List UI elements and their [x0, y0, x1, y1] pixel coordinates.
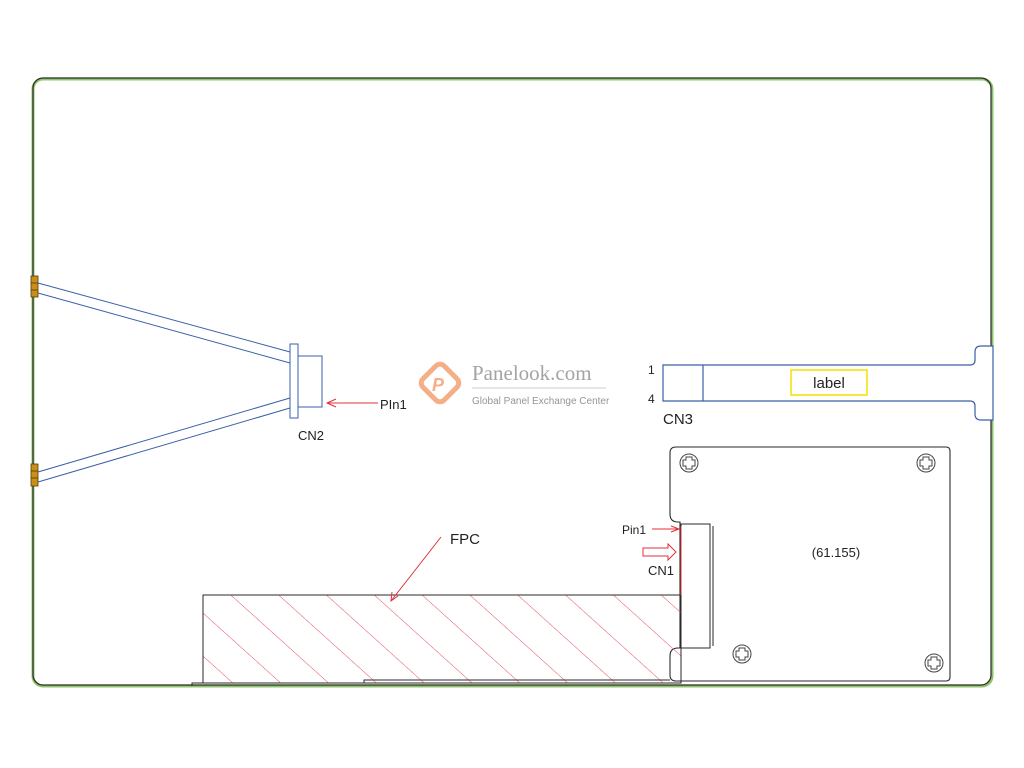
fpc-callout-arrow [390, 536, 442, 603]
watermark: P Panelook.com Global Panel Exchange Cen… [418, 361, 610, 407]
cn2-connector [289, 343, 323, 419]
panelook-logo-icon: P [418, 361, 462, 405]
screw-icon [924, 653, 944, 673]
cn3-pin-4: 4 [648, 392, 655, 406]
fpc [191, 594, 682, 686]
cn1-pin1-label: Pin1 [622, 523, 646, 537]
cn1-insert-arrow-icon [642, 542, 677, 562]
pcb-part-number: (61.155) [812, 545, 860, 560]
left-connector-top [30, 275, 39, 298]
cn2-pin1-label: PIn1 [380, 397, 407, 412]
svg-text:P: P [432, 375, 445, 395]
screw-icon [916, 453, 936, 473]
cn1-pin1-arrow [652, 525, 681, 533]
cn2-cables [37, 282, 291, 483]
cn3-label-text: label [813, 375, 845, 392]
fpc-label: FPC [450, 531, 480, 548]
cn1-connector [680, 523, 714, 649]
cn3-label: CN3 [663, 411, 693, 428]
cn3-label-box [790, 369, 868, 396]
cn3-pin-1: 1 [648, 363, 655, 377]
cn2-pin1-arrow [325, 398, 378, 408]
watermark-tagline: Global Panel Exchange Center [472, 396, 610, 407]
cn2-label: CN2 [298, 428, 324, 443]
cn1-label: CN1 [648, 563, 674, 578]
left-connector-bottom [30, 463, 39, 487]
screw-icon [679, 453, 699, 473]
pcb-board [669, 446, 951, 682]
screw-icon [732, 644, 752, 664]
watermark-brand: Panelook.com [472, 361, 592, 385]
